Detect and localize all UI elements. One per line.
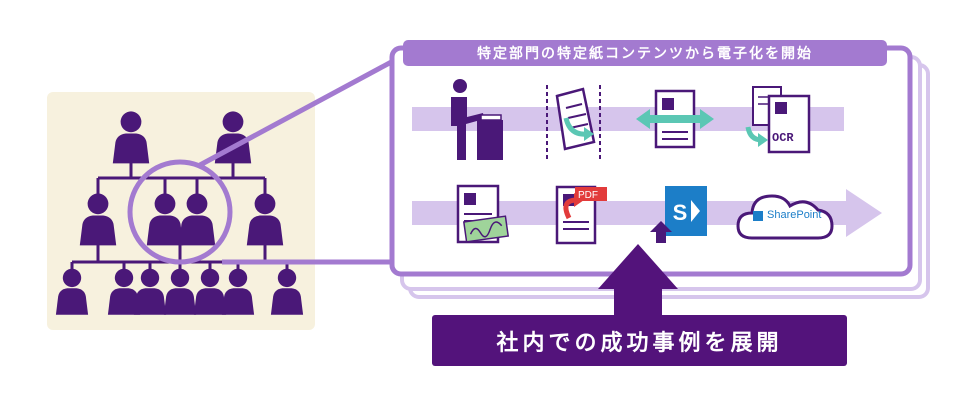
sharepoint-cloud-icon <box>736 194 834 240</box>
ocr-label: OCR <box>772 131 794 145</box>
document-transfer-icon <box>636 89 714 149</box>
panel-header-bar <box>403 40 887 66</box>
pdf-label: PDF <box>578 190 598 201</box>
signed-document-icon <box>456 184 510 244</box>
pdf-conversion-icon <box>555 185 607 245</box>
ocr-document-icon <box>745 86 811 154</box>
panel-header-title: 特定部門の特定紙コンテンツから電子化を開始 <box>477 46 813 62</box>
scanned-document-icon <box>546 85 601 160</box>
sharepoint-logo-icon: S <box>650 186 707 243</box>
expansion-up-arrow <box>598 244 678 315</box>
svg-text:S: S <box>673 200 688 225</box>
department-highlight-circle <box>127 159 233 265</box>
zoom-line-top <box>198 57 397 168</box>
sharepoint-label: SharePoint <box>767 209 822 221</box>
rollout-success-banner: 社内での成功事例を展開 <box>432 315 847 366</box>
person-scanner-icon <box>451 79 503 160</box>
